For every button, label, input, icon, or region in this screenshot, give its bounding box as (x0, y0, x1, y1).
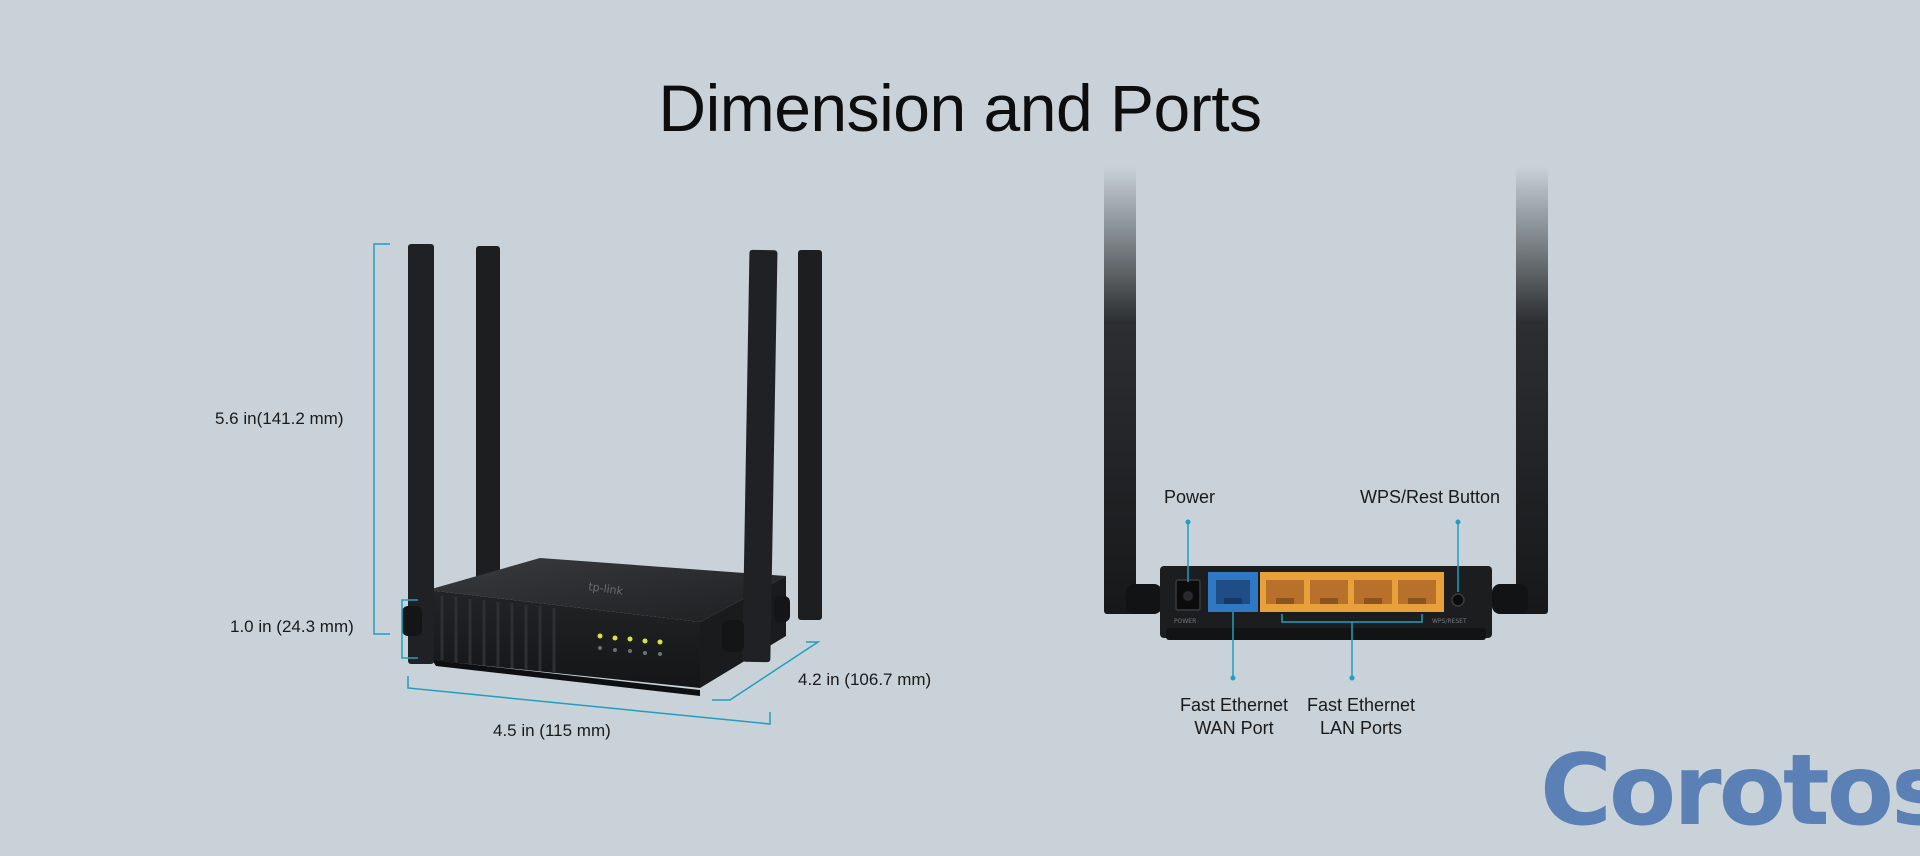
depth-dimension-line (712, 641, 821, 701)
antenna-front-left (408, 244, 434, 664)
height-label: 5.6 in(141.2 mm) (215, 409, 344, 428)
base-height-label: 1.0 in (24.3 mm) (230, 617, 354, 636)
power-label: Power (1164, 487, 1216, 507)
antenna-front-right (742, 249, 778, 663)
wps-reset-button (1451, 593, 1465, 607)
router-top-face (428, 558, 786, 622)
lan-ports-label-line2: LAN Ports (1319, 718, 1403, 738)
antenna-rear-right (1516, 166, 1548, 614)
wan-port-label: Fast Ethernet WAN Port (1174, 694, 1294, 740)
router-front-view: tp-link (373, 243, 822, 725)
wan-port-label-line1: Fast Ethernet (1179, 695, 1289, 715)
lan-ports-label-line1: Fast Ethernet (1306, 695, 1416, 715)
antenna-back-right (798, 250, 822, 620)
router-back-view: POWER WPS/RESET (1104, 166, 1548, 681)
page-title: Dimension and Ports (658, 71, 1262, 145)
width-dimension-line (407, 676, 771, 725)
wan-port-label-line2: WAN Port (1194, 718, 1274, 738)
height-dimension-line (373, 243, 390, 635)
dimension-lines (373, 243, 821, 725)
svg-text:tp-link: tp-link (588, 580, 625, 598)
width-label: 4.5 in (115 mm) (493, 721, 611, 740)
svg-text:POWER: POWER (1174, 618, 1196, 625)
base-height-dimension-line (401, 599, 418, 659)
status-leds (597, 633, 663, 645)
callout-lines (1187, 522, 1459, 676)
antenna-rear-left (1104, 166, 1136, 614)
router-front-face (428, 590, 700, 688)
antenna-back-left (476, 246, 500, 586)
svg-text:WPS/RESET: WPS/RESET (1432, 618, 1467, 625)
corotos-watermark-logo: Corotos (1540, 734, 1920, 848)
wps-label: WPS/Rest Button (1360, 487, 1501, 507)
lan-ports-label: Fast Ethernet LAN Ports (1301, 694, 1421, 740)
depth-label: 4.2 in (106.7 mm) (798, 670, 932, 689)
